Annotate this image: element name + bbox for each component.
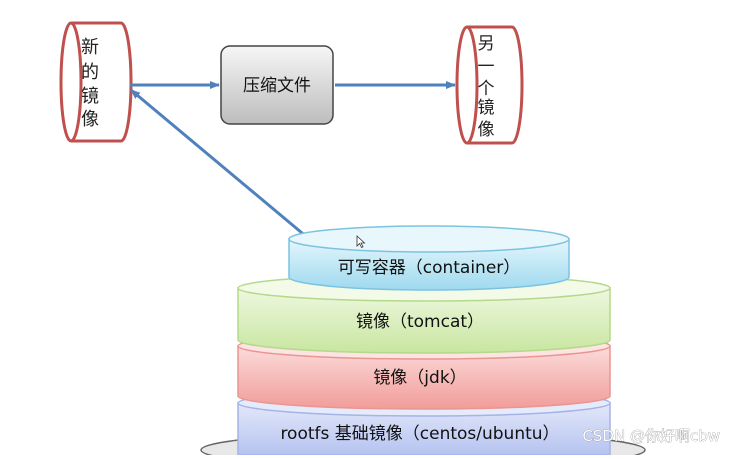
other-image-char-1: 另 bbox=[478, 34, 495, 54]
other-image-cylinder: 另 一 个 镜 像 bbox=[455, 25, 524, 145]
compress-box: 压缩文件 bbox=[220, 45, 334, 125]
arrow-container-to-new bbox=[130, 88, 309, 240]
watermark: CSDN @你好啊cbw bbox=[582, 427, 720, 445]
new-image-char-2: 的 bbox=[81, 62, 99, 83]
other-image-char-3: 个 bbox=[478, 79, 495, 99]
layer-jdk-label: 镜像（jdk） bbox=[373, 368, 466, 388]
new-image-char-4: 像 bbox=[81, 109, 99, 130]
compress-label: 压缩文件 bbox=[243, 76, 311, 96]
other-image-char-4: 镜 bbox=[478, 98, 495, 118]
layer-tomcat-label: 镜像（tomcat） bbox=[356, 312, 484, 332]
cursor-icon bbox=[356, 235, 366, 249]
layer-rootfs-label: rootfs 基础镜像（centos/ubuntu） bbox=[280, 424, 559, 444]
other-image-char-5: 像 bbox=[478, 120, 495, 140]
new-image-char-1: 新 bbox=[81, 37, 99, 58]
new-image-char-3: 镜 bbox=[81, 86, 99, 107]
other-image-char-2: 一 bbox=[478, 57, 495, 77]
layer-container: 可写容器（container） bbox=[288, 225, 570, 291]
layer-container-label: 可写容器（container） bbox=[338, 258, 521, 278]
new-image-cylinder: 新 的 镜 像 bbox=[59, 21, 133, 143]
